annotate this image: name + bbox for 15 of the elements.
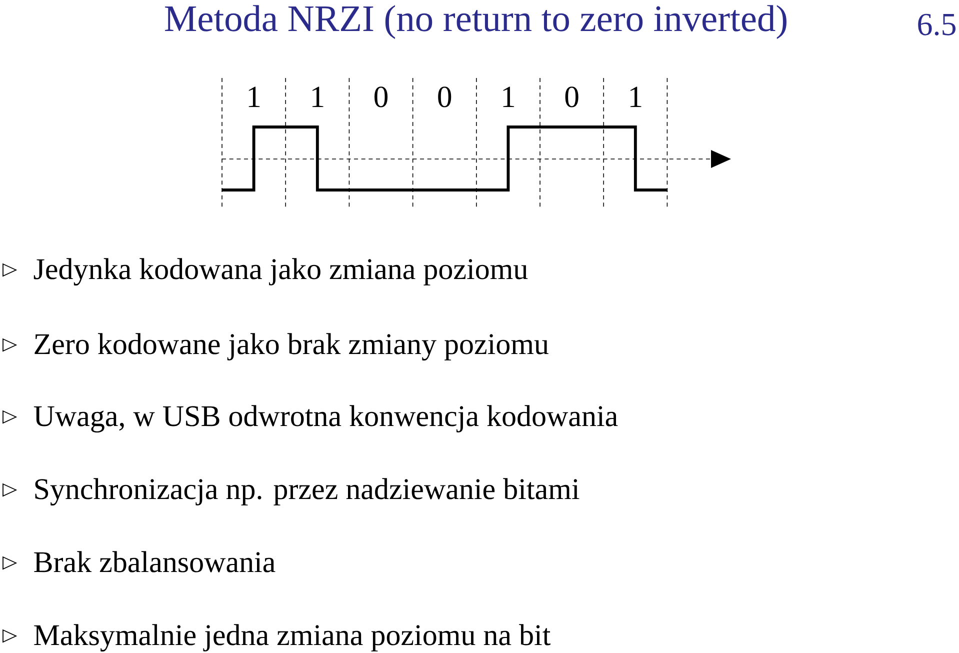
bullet-item: Uwaga, w USB odwrotna konwencja kodowania bbox=[2, 405, 618, 432]
bullet-item: Synchronizacja np. przez nadziewanie bitami bbox=[2, 478, 580, 506]
bit-label: 0 bbox=[565, 86, 578, 108]
bit-label: 1 bbox=[503, 86, 514, 107]
bullet-item: Brak zbalansowania bbox=[2, 551, 276, 572]
title: Metoda NRZI (no return to zero inverted) bbox=[165, 5, 786, 39]
bullet-item: Maksymalnie jedna zmiana poziomu na bit bbox=[2, 624, 551, 652]
bit-label: 1 bbox=[312, 86, 324, 107]
bullet-item: Zero kodowane jako brak zmiany poziomu bbox=[2, 333, 548, 360]
bit-label: 0 bbox=[438, 86, 452, 108]
bit-label: 1 bbox=[248, 86, 260, 107]
bit-label: 0 bbox=[374, 86, 388, 108]
bullet-item: Jedynka kodowana jako zmiana poziomu bbox=[2, 258, 528, 286]
page-number: 6.5 bbox=[918, 14, 956, 36]
bit-label: 1 bbox=[630, 86, 642, 107]
